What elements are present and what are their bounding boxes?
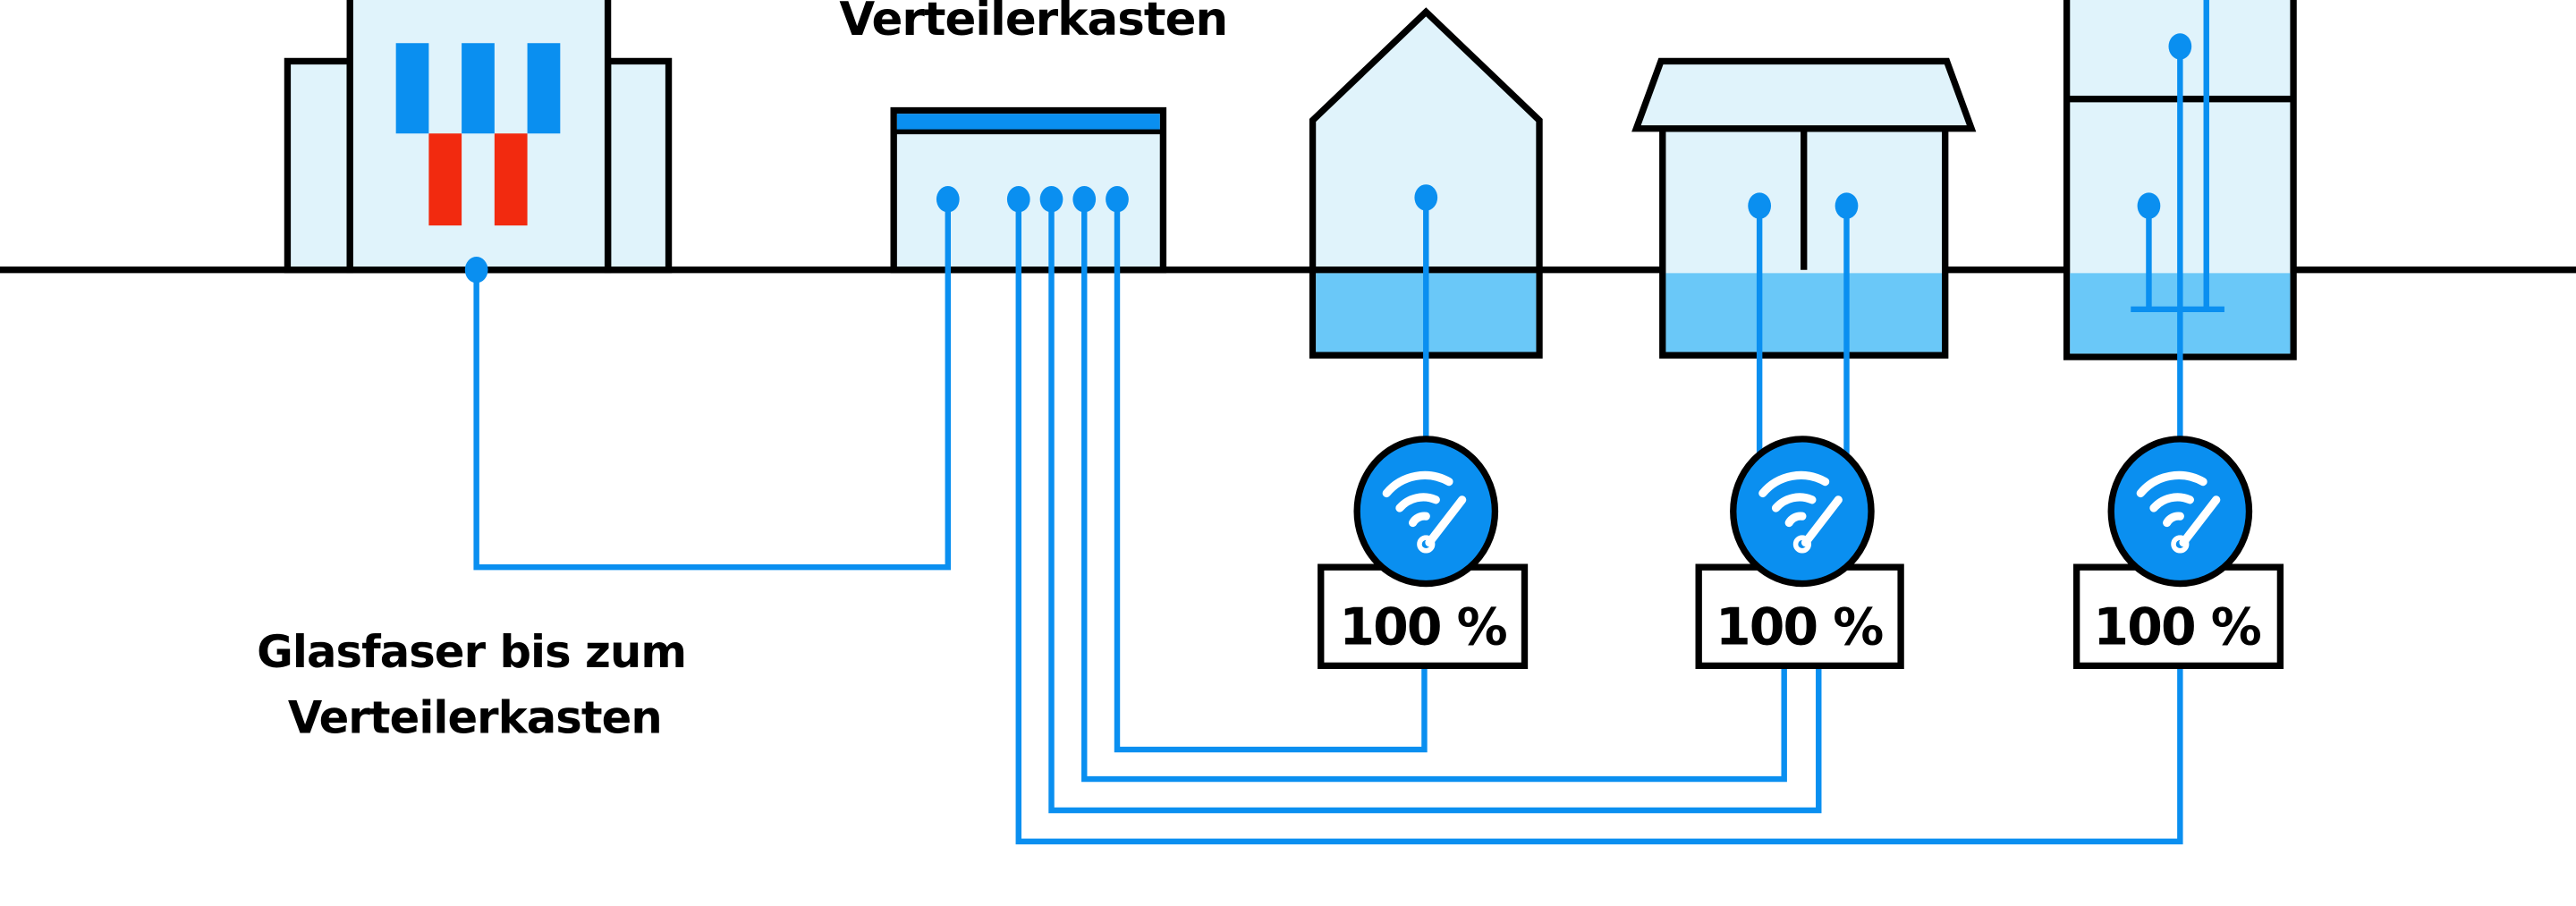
caption-line-1: Glasfaser bis zum [257, 626, 686, 678]
fiber-to-house-2b [1048, 199, 1822, 814]
double-house [1631, 57, 1977, 359]
speed-value: 100 % [2093, 597, 2260, 656]
speed-indicator-2: 100 % [1695, 436, 1904, 670]
wifi-speed-gauge-icon [2107, 436, 2253, 588]
fiber-to-house-2a [1081, 199, 1787, 783]
speed-indicator-3: 100 % [2072, 436, 2284, 670]
connection-points [464, 33, 2192, 284]
wifi-speed-gauge-icon [1730, 436, 1875, 588]
cabinet-label: Verteilerkasten [839, 0, 1227, 47]
fiber-to-house-1 [1114, 199, 1428, 753]
central-office [284, 0, 673, 274]
speed-indicator-1: 100 % [1318, 436, 1529, 670]
fiber-cables [473, 0, 2224, 845]
caption-line-2: Verteilerkasten [288, 692, 662, 744]
wifi-speed-gauge-icon [1353, 436, 1499, 588]
fiber-office-to-cabinet [473, 199, 952, 571]
speed-value: 100 % [1716, 597, 1883, 656]
speed-value: 100 % [1339, 597, 1506, 656]
fiber-to-building-3 [1015, 199, 2183, 845]
